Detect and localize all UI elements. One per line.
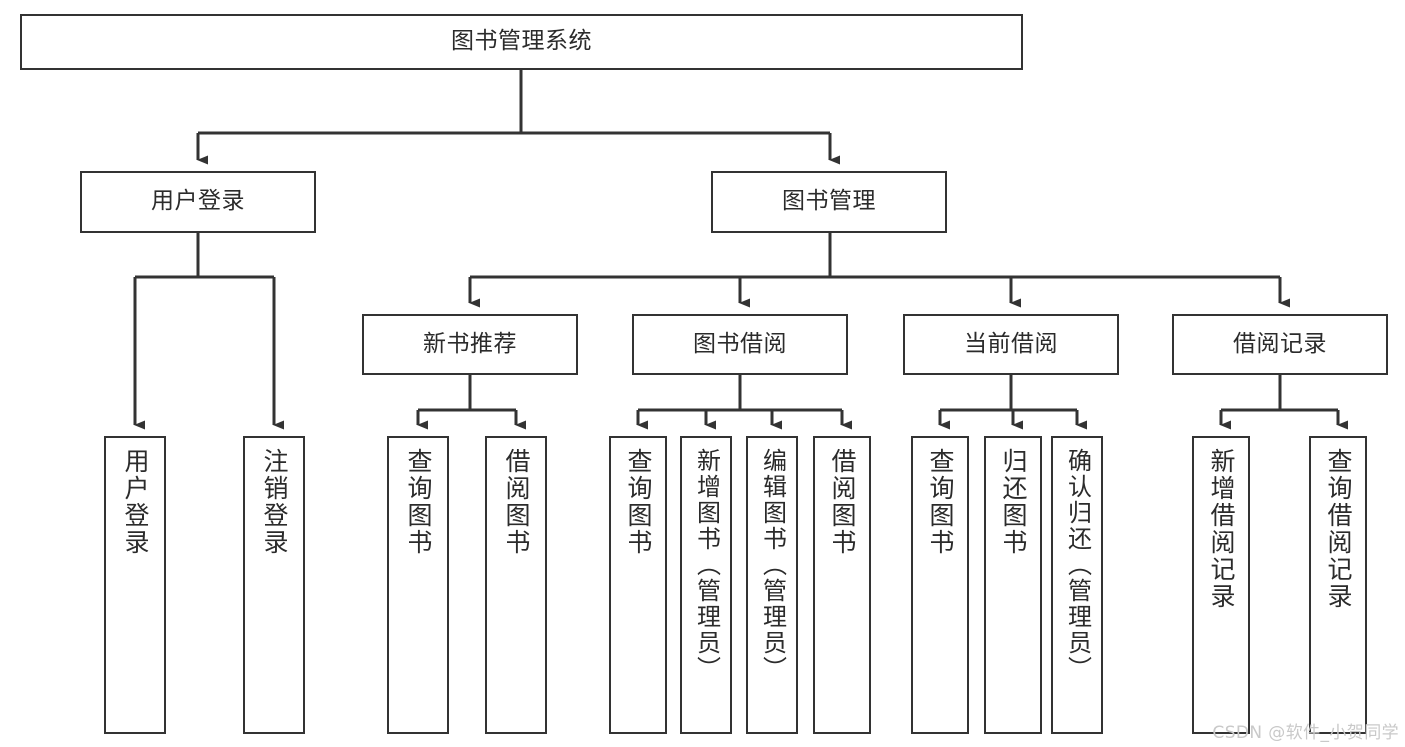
node-leaf-add-borrow-record[interactable]: 新增借阅记录: [1192, 436, 1250, 734]
node-label: 当前借阅: [964, 330, 1058, 357]
node-user-login[interactable]: 用户登录: [80, 171, 316, 233]
node-book-borrow[interactable]: 图书借阅: [632, 314, 848, 375]
node-label: 查询图书: [926, 448, 955, 556]
node-leaf-confirm-return-admin[interactable]: 确认归还（管理员）: [1051, 436, 1103, 734]
node-label: 查询借阅记录: [1324, 448, 1353, 610]
node-leaf-borrow-book-1[interactable]: 借阅图书: [485, 436, 547, 734]
node-label: 确认归还（管理员）: [1063, 448, 1092, 682]
node-leaf-query-book-2[interactable]: 查询图书: [609, 436, 667, 734]
node-label: 用户登录: [121, 448, 150, 556]
node-label: 编辑图书（管理员）: [758, 448, 787, 682]
node-borrow-record[interactable]: 借阅记录: [1172, 314, 1388, 375]
node-label: 查询图书: [404, 448, 433, 556]
node-label: 借阅图书: [502, 448, 531, 556]
node-label: 归还图书: [999, 448, 1028, 556]
node-leaf-borrow-book-2[interactable]: 借阅图书: [813, 436, 871, 734]
node-label: 新书推荐: [423, 330, 517, 357]
node-label: 借阅图书: [828, 448, 857, 556]
node-leaf-add-book-admin[interactable]: 新增图书（管理员）: [680, 436, 732, 734]
node-label: 图书管理: [782, 188, 876, 215]
node-leaf-logout-login[interactable]: 注销登录: [243, 436, 305, 734]
watermark-text: CSDN @软件_小贺同学: [1212, 723, 1399, 743]
node-book-management[interactable]: 图书管理: [711, 171, 947, 233]
node-label: 图书管理系统: [451, 28, 592, 55]
node-current-borrow[interactable]: 当前借阅: [903, 314, 1119, 375]
node-leaf-return-book[interactable]: 归还图书: [984, 436, 1042, 734]
node-label: 借阅记录: [1233, 330, 1327, 357]
node-label: 注销登录: [260, 448, 289, 556]
node-leaf-user-login[interactable]: 用户登录: [104, 436, 166, 734]
node-label: 图书借阅: [693, 330, 787, 357]
node-leaf-edit-book-admin[interactable]: 编辑图书（管理员）: [746, 436, 798, 734]
node-new-book-recommend[interactable]: 新书推荐: [362, 314, 578, 375]
node-label: 查询图书: [624, 448, 653, 556]
node-root-system[interactable]: 图书管理系统: [20, 14, 1023, 70]
node-label: 新增图书（管理员）: [692, 448, 721, 682]
node-label: 新增借阅记录: [1207, 448, 1236, 610]
node-leaf-query-book-3[interactable]: 查询图书: [911, 436, 969, 734]
node-leaf-query-borrow-record[interactable]: 查询借阅记录: [1309, 436, 1367, 734]
node-leaf-query-book-1[interactable]: 查询图书: [387, 436, 449, 734]
node-label: 用户登录: [151, 188, 245, 215]
